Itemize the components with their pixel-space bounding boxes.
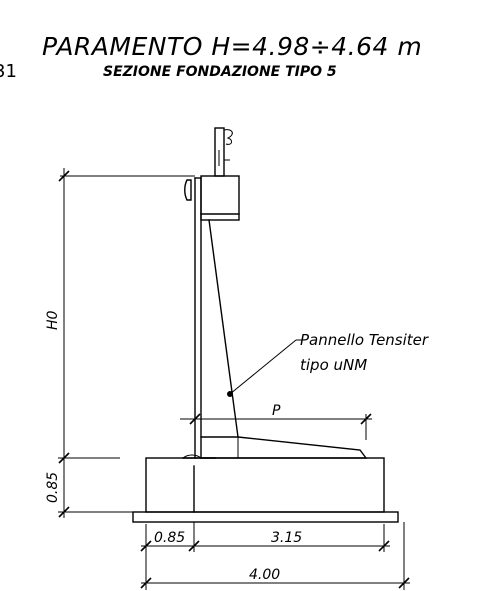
dim-p-label: P — [272, 403, 281, 419]
dim-base-width-label: 4.00 — [249, 567, 280, 583]
annotation-line-1: Pannello Tensiter — [300, 331, 429, 349]
dimension-p: P — [180, 403, 372, 440]
facing-panel — [184, 177, 239, 459]
title-main: PARAMENTO H=4.98÷4.64 m — [42, 32, 422, 61]
head-beam — [200, 175, 240, 221]
dimension-h0: H0 — [45, 168, 195, 464]
title-sub: SEZIONE FONDAZIONE TIPO 5 — [103, 64, 337, 80]
blinding-layer — [132, 511, 399, 523]
dimension-base-width: 4.00 — [140, 522, 410, 590]
annotation-line-2: tipo uNM — [300, 356, 367, 374]
dim-footing-height-label: 0.85 — [45, 472, 61, 503]
dim-toe-label: 0.85 — [154, 530, 185, 546]
dimension-footing-height: 0.85 — [45, 457, 133, 518]
dim-heel-label: 3.15 — [271, 530, 302, 546]
footing — [145, 454, 385, 513]
panel-annotation: Pannello Tensiter tipo uNM — [227, 331, 429, 397]
side-number: 31 — [0, 61, 17, 82]
guardrail-post — [214, 127, 233, 177]
reinforcement-panel — [200, 436, 368, 459]
dim-h0-label: H0 — [45, 310, 61, 330]
dimension-toe-heel: 0.85 3.15 — [140, 522, 390, 590]
